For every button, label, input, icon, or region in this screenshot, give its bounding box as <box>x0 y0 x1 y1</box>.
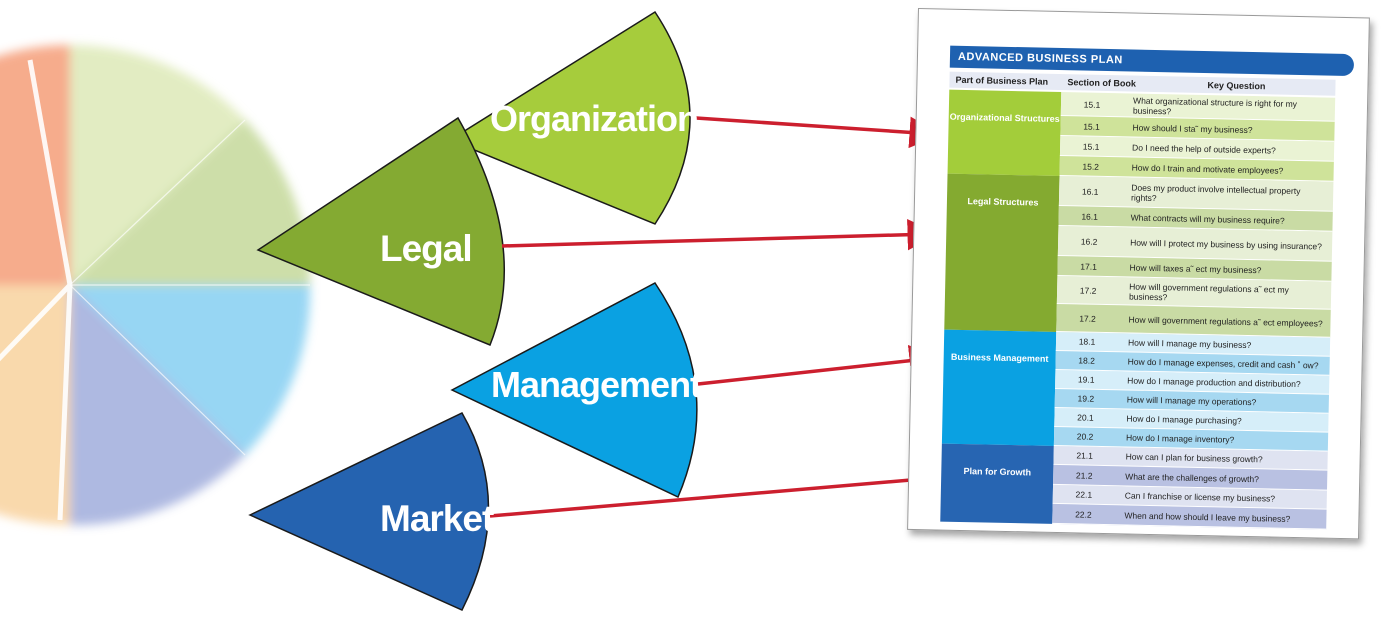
wheel-slice <box>0 45 70 285</box>
row-section: 17.2 <box>1079 312 1096 324</box>
wheel-slice <box>0 285 70 525</box>
row-question: How do I manage expenses, credit and cas… <box>1127 356 1319 371</box>
market-wedge <box>248 412 490 611</box>
organization-wedge <box>448 10 691 225</box>
row-question: What organizational structure is right f… <box>1132 95 1298 116</box>
pointer-label-market: Market <box>380 498 494 539</box>
row-section: 20.2 <box>1076 431 1094 442</box>
row-question: Can I franchise or license my business? <box>1124 490 1276 504</box>
business-plan-page: ADVANCED BUSINESS PLAN Part of Business … <box>907 8 1370 540</box>
wheel-slice <box>70 285 311 455</box>
pointer-label-management: Management <box>491 364 702 405</box>
arrow-management <box>697 345 941 386</box>
row-question: What are the challenges of growth? <box>1125 470 1260 484</box>
arrow-legal <box>501 218 939 251</box>
wheel-dividers <box>0 59 73 521</box>
row-section: 15.1 <box>1082 140 1100 152</box>
legal-wedge <box>256 116 505 346</box>
col-header-part: Part of Business Plan <box>955 74 1049 87</box>
plan-title: ADVANCED BUSINESS PLAN <box>949 45 1355 77</box>
row-section: 16.1 <box>1081 210 1099 222</box>
group-label: Business Management <box>941 329 1057 446</box>
row-section: 22.2 <box>1075 508 1092 520</box>
row-section: 17.1 <box>1080 260 1098 272</box>
row-question: How will government regulations a˜ ect m… <box>1128 280 1289 302</box>
row-section: 18.1 <box>1078 336 1096 347</box>
row-section: 16.2 <box>1080 235 1098 247</box>
group-organizational: Organizational Structures 15.1 What organ… <box>947 89 1336 182</box>
row-question: How do I manage production and distribut… <box>1127 375 1301 390</box>
pointer-label-legal: Legal <box>380 228 473 269</box>
row-question: How will taxes a˜ ect my business? <box>1129 261 1262 275</box>
row-question: How do I manage purchasing? <box>1126 413 1242 426</box>
row-question: How do I train and motivate employees? <box>1131 162 1284 176</box>
row-section: 18.2 <box>1078 355 1096 366</box>
row-question: Does my product involve intellectual pro… <box>1130 182 1301 203</box>
row-section: 19.1 <box>1077 374 1095 385</box>
row-section: 21.1 <box>1076 450 1094 461</box>
connector-arrows <box>489 116 941 518</box>
row-section: 15.2 <box>1082 160 1100 172</box>
row-question: How can I plan for business growth? <box>1125 451 1263 465</box>
wheel-slice <box>70 285 245 526</box>
group-label: Plan for Growth <box>940 443 1054 524</box>
group-growth: Plan for Growth 21.1 How can I plan for b… <box>940 443 1328 530</box>
row-question: How will I manage my business? <box>1127 337 1252 351</box>
wheel-slice <box>70 44 245 286</box>
pointer-label-organization: Organization <box>490 98 699 139</box>
group-label: Organizational Structures <box>947 89 1062 177</box>
wheel-slice <box>70 120 311 285</box>
row-section: 17.2 <box>1079 284 1097 296</box>
row-section: 21.2 <box>1075 469 1093 481</box>
row-section: 20.1 <box>1077 412 1094 423</box>
row-question: How should I sta˜ my business? <box>1132 122 1253 135</box>
row-section: 16.1 <box>1081 185 1099 197</box>
row-question: What contracts will my business require? <box>1130 212 1285 226</box>
row-section: 15.1 <box>1083 120 1100 132</box>
group-label: Legal Structures <box>944 173 1060 332</box>
col-header-section: Section of Book <box>1067 77 1137 89</box>
arrow-market <box>489 464 941 518</box>
group-legal: Legal Structures 16.1 Does my product inv… <box>944 173 1334 338</box>
row-section: 15.1 <box>1083 98 1101 110</box>
pie-wheel <box>0 44 311 526</box>
row-question: How will I manage my operations? <box>1126 394 1257 408</box>
col-header-question: Key Question <box>1207 80 1266 92</box>
row-question: How will government regulations a˜ ect e… <box>1128 313 1323 329</box>
row-section: 22.1 <box>1075 489 1093 500</box>
row-question: Do I need the help of outside experts? <box>1132 142 1276 156</box>
row-question: When and how should I leave my business? <box>1124 509 1291 524</box>
arrow-organization <box>695 116 941 149</box>
row-question: How will I protect my business by using … <box>1130 236 1323 252</box>
row-section: 19.2 <box>1077 393 1095 404</box>
row-question: How do I manage inventory? <box>1125 432 1235 445</box>
management-wedge <box>450 282 698 499</box>
